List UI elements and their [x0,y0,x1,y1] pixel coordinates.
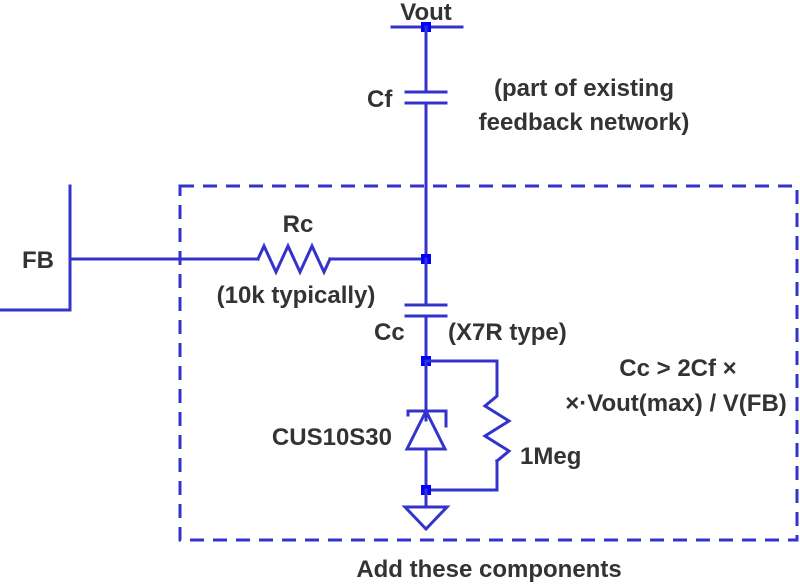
fb-label: FB [22,247,54,274]
fb-pin-outline [0,184,72,312]
ground-icon [401,505,451,532]
vout-label: Vout [400,0,452,26]
cc-note: (X7R type) [448,319,567,346]
wire-1meg-gnd [424,459,499,492]
box-caption: Add these components [356,556,621,583]
cf-note-line1: (part of existing [494,75,674,102]
rbleed-label: 1Meg [520,443,581,470]
add-components-box [178,184,799,542]
cc-capacitor-symbol [404,303,448,318]
cf-label: Cf [367,86,393,113]
cf-capacitor-symbol [404,90,448,105]
formula-line2: ×·Vout(max) / V(FB) [565,390,787,417]
rc-resistor-symbol [256,242,332,276]
wire-node-1meg [424,359,499,394]
rbleed-resistor-symbol [482,390,512,464]
rc-note: (10k typically) [217,282,376,309]
rc-label: Rc [283,211,314,238]
cf-note-line2: feedback network) [479,109,690,136]
formula-line1: Cc > 2Cf × [619,355,736,382]
cc-label: Cc [374,319,405,346]
diode-label: CUS10S30 [272,424,392,451]
